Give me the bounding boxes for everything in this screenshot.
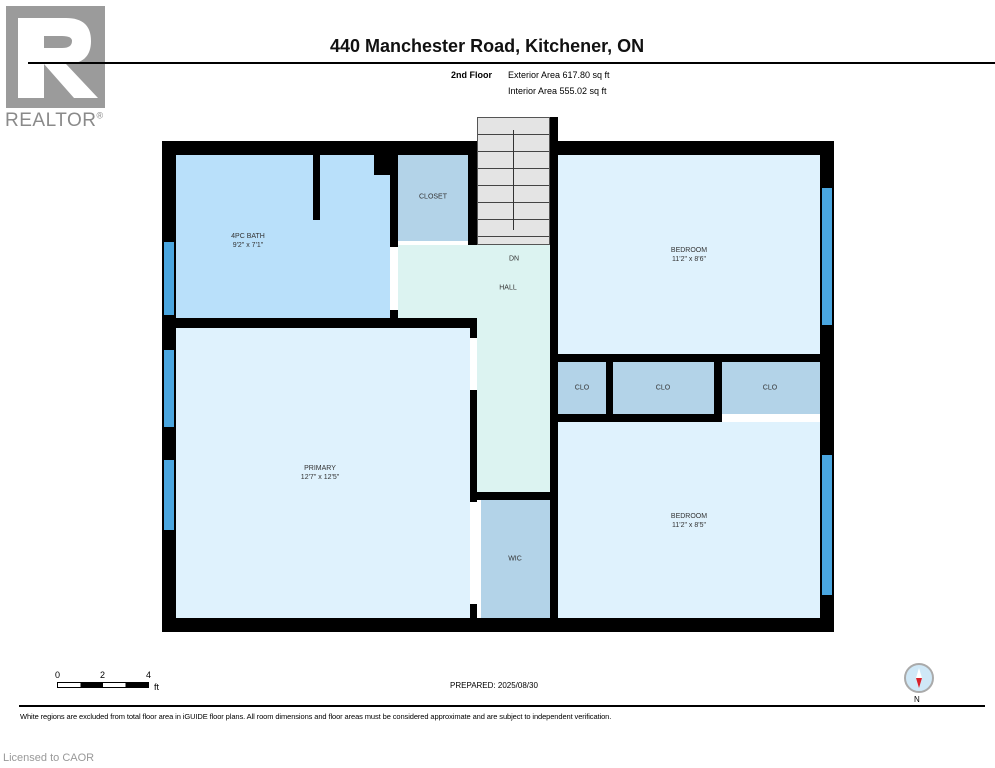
- header-rule: [28, 62, 995, 64]
- scale-unit: ft: [154, 682, 160, 692]
- window: [822, 188, 832, 325]
- scale-tick-2: 2: [100, 670, 106, 680]
- wall: [477, 492, 558, 500]
- room-dims: 9'2" x 7'1": [232, 242, 264, 249]
- label-hall: HALL: [499, 284, 517, 292]
- room-bedroom-2: [558, 422, 820, 618]
- disclaimer: White regions are excluded from total fl…: [20, 712, 612, 721]
- wall: [162, 141, 477, 155]
- scale-tick-0: 0: [55, 670, 61, 680]
- exterior-area: Exterior Area 617.80 sq ft: [508, 70, 610, 80]
- wall: [390, 155, 398, 247]
- room-name: BEDROOM: [670, 247, 708, 254]
- registered-mark: ®: [96, 110, 104, 121]
- page-title: 440 Manchester Road, Kitchener, ON: [330, 36, 645, 56]
- wall: [470, 328, 477, 338]
- room-name: BEDROOM: [670, 513, 708, 520]
- room-dims: 12'7" x 12'5": [300, 474, 340, 481]
- scale-bar: [57, 682, 149, 688]
- license-text: Licensed to CAOR: [3, 752, 95, 764]
- compass-label: N: [914, 695, 920, 704]
- room-name: PRIMARY: [304, 465, 336, 472]
- room-clo-2: [613, 362, 714, 414]
- realtor-text: REALTOR: [5, 110, 97, 131]
- room-bath: [176, 155, 390, 318]
- wall: [162, 618, 834, 632]
- room-hall: [398, 245, 550, 318]
- window: [164, 350, 174, 427]
- wall: [606, 362, 613, 414]
- room-bedroom-1: [558, 155, 820, 354]
- floor-label: 2nd Floor: [451, 70, 492, 80]
- window: [822, 455, 832, 595]
- wall: [176, 318, 477, 328]
- wall: [374, 155, 390, 175]
- label-bath: 4PC BATH 9'2" x 7'1": [231, 232, 265, 250]
- interior-area: Interior Area 555.02 sq ft: [508, 86, 607, 96]
- footer-rule: [19, 705, 985, 707]
- label-clo-2: CLO: [655, 384, 671, 392]
- window: [164, 460, 174, 530]
- prepared-date: PREPARED: 2025/08/30: [450, 681, 538, 690]
- wall: [550, 117, 558, 632]
- realtor-logo: [6, 6, 105, 108]
- wall: [470, 390, 477, 502]
- room-wic: [481, 500, 550, 618]
- wall: [550, 141, 834, 155]
- label-bedroom-1: BEDROOM 11'2" x 8'6": [671, 246, 707, 264]
- room-hall-corridor: [477, 318, 550, 492]
- room-closet: [398, 155, 468, 241]
- label-wic: WIC: [508, 555, 522, 563]
- label-clo-1: CLO: [574, 384, 590, 392]
- room-primary: [176, 328, 470, 618]
- wall: [470, 604, 477, 618]
- room-name: 4PC BATH: [231, 233, 265, 240]
- scale-tick-4: 4: [146, 670, 152, 680]
- label-dn: DN: [508, 255, 520, 263]
- realtor-wordmark: REALTOR®: [5, 110, 104, 132]
- wall: [714, 362, 722, 414]
- window: [164, 242, 174, 315]
- room-dims: 11'2" x 8'5": [672, 522, 706, 529]
- stairs-arrow: [513, 130, 514, 230]
- compass-icon: [903, 662, 935, 699]
- wall: [550, 414, 722, 422]
- room-clo-3: [722, 362, 820, 414]
- wall: [468, 155, 477, 245]
- wall: [550, 354, 820, 362]
- label-bedroom-2: BEDROOM 11'2" x 8'5": [671, 512, 707, 530]
- label-clo-3: CLO: [762, 384, 778, 392]
- wall: [313, 155, 320, 220]
- room-dims: 11'2" x 8'6": [672, 256, 706, 263]
- room-clo-1: [558, 362, 606, 414]
- label-primary: PRIMARY 12'7" x 12'5": [301, 464, 339, 482]
- label-closet: CLOSET: [418, 193, 448, 201]
